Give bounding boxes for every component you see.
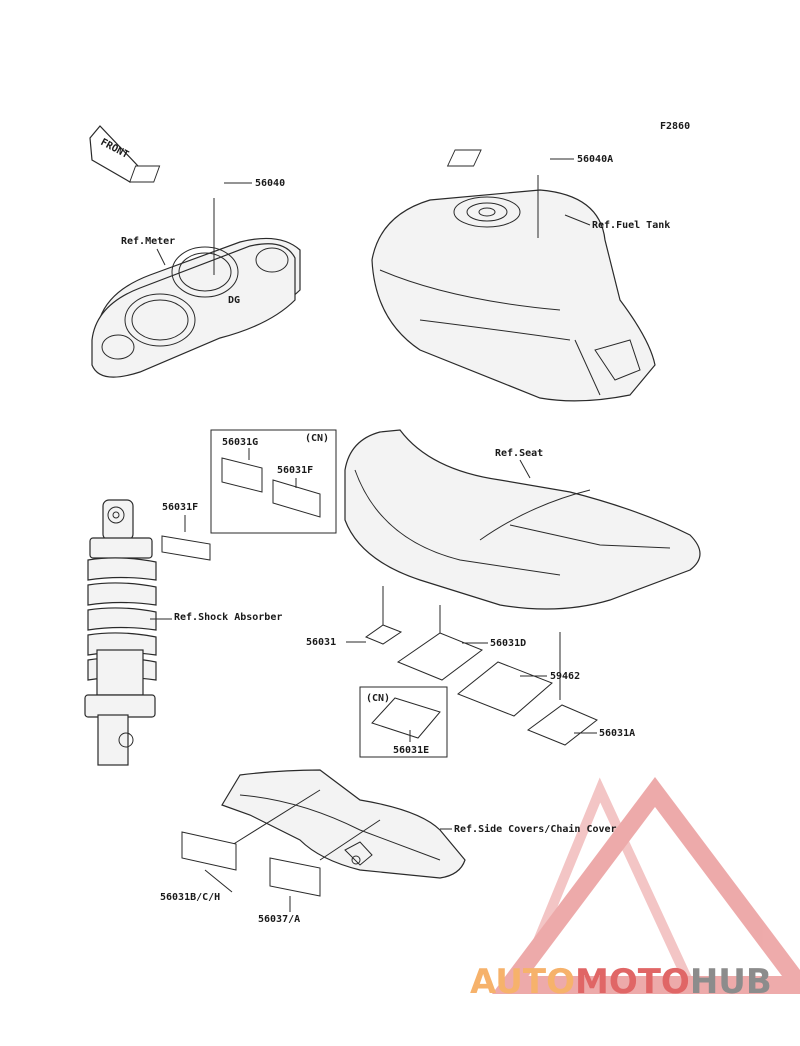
box-cn-top [210,429,337,534]
decal-59462 [457,661,553,717]
watermark-hub: HUB [690,962,772,1002]
watermark-logo [491,777,800,994]
decal-56031BCH [181,831,237,871]
part-56031D: 56031D [490,638,526,649]
front-arrow-icon: FRONT [89,125,139,183]
ref-seat: Ref.Seat [495,448,543,459]
part-56040: 56040 [255,178,285,189]
ref-side-covers: Ref.Side Covers/Chain Cover [454,823,617,835]
decal-56031 [364,624,403,645]
ref-shock-absorber: Ref.Shock Absorber [174,612,282,623]
ref-fuel-tank: Ref.Fuel Tank [592,220,670,231]
decal-56031A [526,704,598,746]
part-56040A: 56040A [577,154,613,165]
part-56031A: 56031A [599,728,635,739]
watermark-auto: AUTO [470,962,575,1002]
decal-56040 [129,165,161,183]
part-56031E: 56031E [393,745,429,756]
watermark-text: AUTOMOTOHUB [470,962,772,1002]
part-59462: 59462 [550,671,580,682]
decal-56040A [446,149,482,167]
decal-56031G [221,457,263,493]
decal-56037A [269,857,321,897]
side-cover-part [221,769,466,879]
watermark-moto: MOTO [575,962,690,1002]
decal-56031E [371,697,441,739]
meter-part: DG [91,237,301,378]
decal-56031D [396,632,484,681]
part-56037A: 56037/A [258,914,300,925]
box-cn-bottom-tag: (CN) [366,693,390,704]
part-56031F: 56031F [162,502,198,513]
fuel-tank-part [371,189,656,402]
part-56031BCH: 56031B/C/H [160,892,220,903]
figure-code: F2860 [660,121,690,132]
part-56031F-box: 56031F [277,465,313,476]
shock-absorber-part [84,499,157,766]
svg-text:DG: DG [228,295,240,306]
seat-part [344,429,701,610]
box-cn-bottom [359,686,448,758]
part-56031: 56031 [306,637,336,648]
ref-meter: Ref.Meter [121,236,175,247]
box-cn-top-tag: (CN) [305,433,329,444]
decal-56031F [161,535,211,561]
decal-56031F-box [272,479,321,518]
part-56031G: 56031G [222,437,258,448]
